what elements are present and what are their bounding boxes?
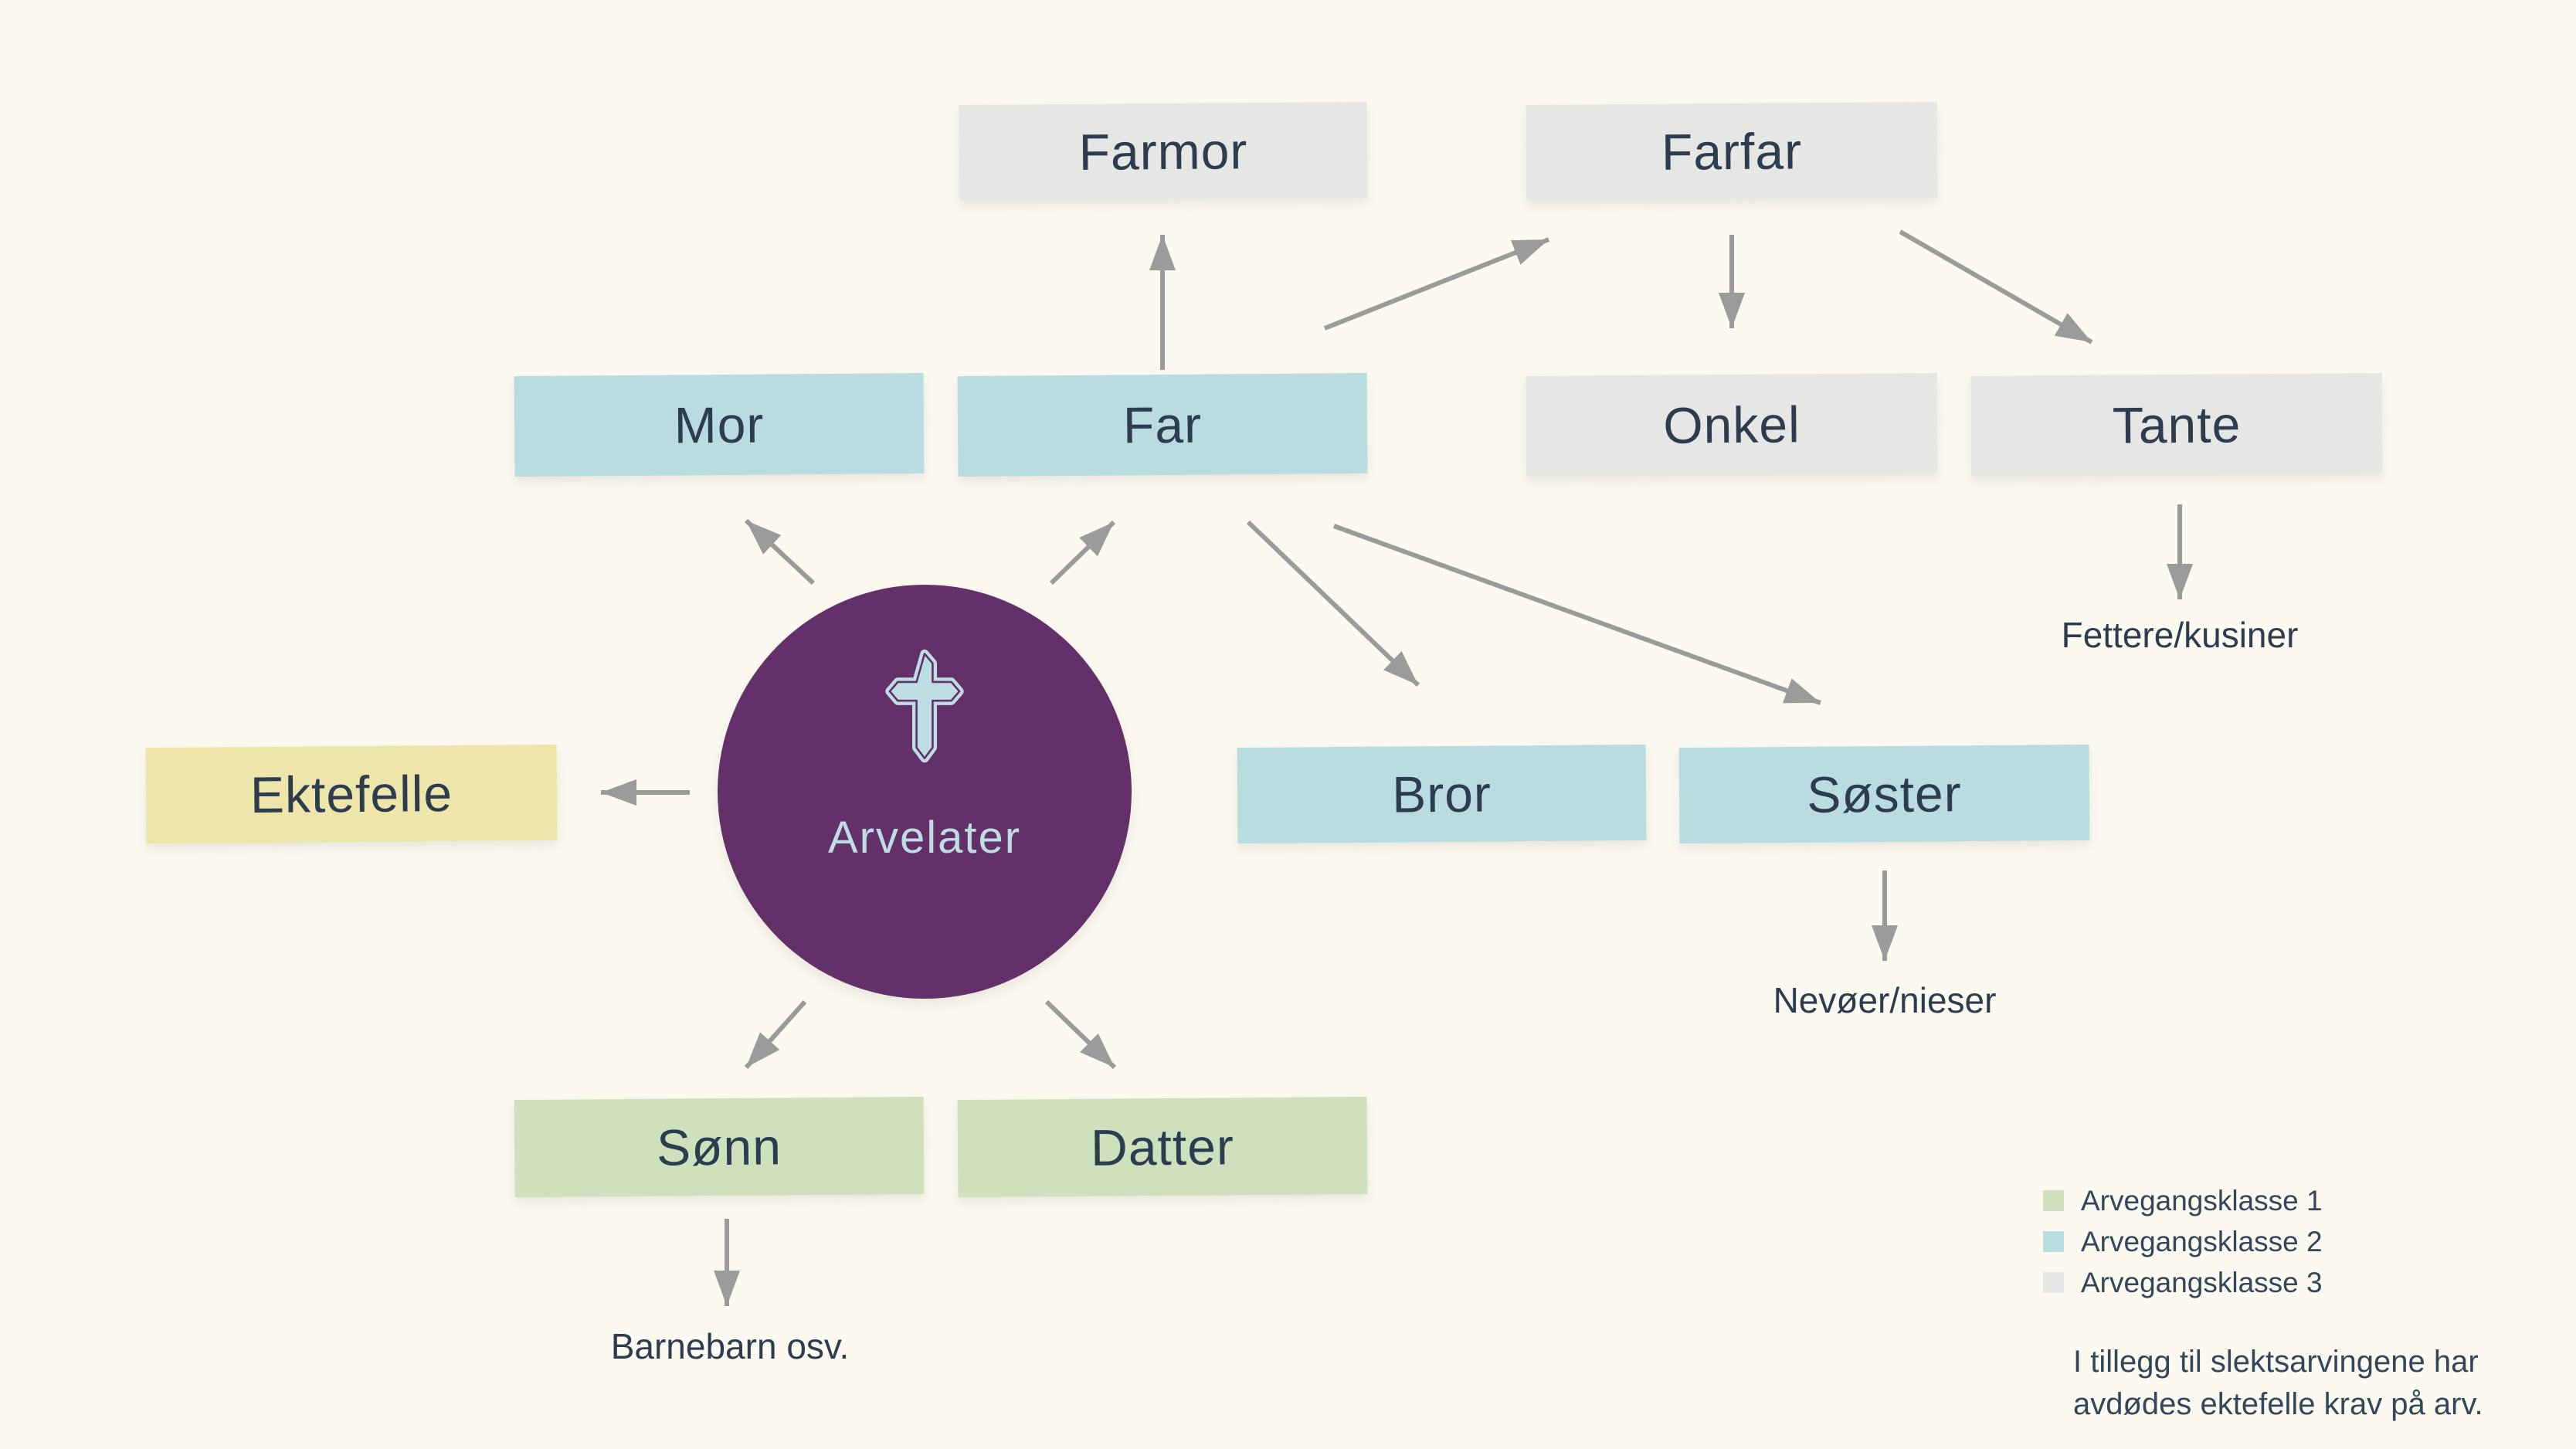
- legend-swatch-class3: [2043, 1272, 2064, 1293]
- legend-swatch-class1: [2043, 1190, 2064, 1211]
- node-mor-label: Mor: [674, 395, 765, 454]
- arrow-far-to-soster: [1332, 524, 1822, 705]
- node-datter-label: Datter: [1090, 1118, 1235, 1176]
- node-farmor-label: Farmor: [1078, 122, 1248, 181]
- node-soster-label: Søster: [1807, 765, 1962, 823]
- node-farmor: Farmor: [959, 101, 1368, 202]
- cross-icon: [884, 649, 965, 764]
- node-far: Far: [957, 372, 1368, 477]
- node-tante: Tante: [1970, 372, 2383, 477]
- arvelater-circle: Arvelater: [718, 585, 1132, 999]
- node-sonn: Sønn: [514, 1096, 925, 1198]
- footer-note-line2: avdødes ektefelle krav på arv.: [2073, 1387, 2483, 1421]
- arrow-farfar-to-tante: [1899, 229, 2093, 344]
- node-soster: Søster: [1678, 744, 2090, 844]
- node-farfar-label: Farfar: [1661, 122, 1803, 181]
- footer-note-line1: I tillegg til slektsarvingene har: [2073, 1345, 2479, 1379]
- arvelater-label: Arvelater: [827, 813, 1022, 863]
- arrow-arvelater-to-far: [1049, 520, 1116, 585]
- node-ektefelle-label: Ektefelle: [249, 764, 453, 824]
- arrow-arvelater-to-datter: [1044, 999, 1117, 1070]
- legend-item-arvegangsklasse-1: Arvegangsklasse 1: [2043, 1180, 2323, 1221]
- legend-item-arvegangsklasse-2: Arvegangsklasse 2: [2043, 1221, 2323, 1262]
- arrow-far-to-farfar: [1323, 237, 1550, 331]
- node-ektefelle: Ektefelle: [145, 744, 558, 844]
- node-tante-label: Tante: [2112, 395, 2242, 454]
- legend-label-class1: Arvegangsklasse 1: [2081, 1184, 2323, 1217]
- node-farfar: Farfar: [1526, 101, 1938, 202]
- arrow-arvelater-to-mor: [744, 518, 816, 585]
- node-sonn-label: Sønn: [656, 1118, 782, 1176]
- node-mor: Mor: [514, 372, 925, 477]
- legend-label-class2: Arvegangsklasse 2: [2081, 1225, 2323, 1257]
- annotation-nevoer-nieser: Nevøer/nieser: [1773, 980, 1997, 1020]
- arrow-far-to-bror: [1246, 520, 1420, 687]
- legend-swatch-class2: [2043, 1231, 2064, 1252]
- node-bror: Bror: [1237, 744, 1647, 844]
- annotation-fettere-kusiner: Fettere/kusiner: [2061, 615, 2299, 655]
- node-far-label: Far: [1122, 395, 1203, 454]
- footer-note: I tillegg til slektsarvingene har avdøde…: [2073, 1341, 2483, 1426]
- node-bror-label: Bror: [1391, 765, 1492, 823]
- node-onkel-label: Onkel: [1662, 395, 1800, 454]
- legend-label-class3: Arvegangsklasse 3: [2081, 1266, 2323, 1298]
- legend-item-arvegangsklasse-3: Arvegangsklasse 3: [2043, 1262, 2323, 1303]
- arrow-arvelater-to-sonn: [744, 1000, 807, 1069]
- legend: Arvegangsklasse 1 Arvegangsklasse 2 Arve…: [2043, 1180, 2323, 1303]
- annotation-barnebarn: Barnebarn osv.: [610, 1326, 850, 1366]
- node-datter: Datter: [957, 1096, 1368, 1198]
- node-onkel: Onkel: [1526, 372, 1938, 477]
